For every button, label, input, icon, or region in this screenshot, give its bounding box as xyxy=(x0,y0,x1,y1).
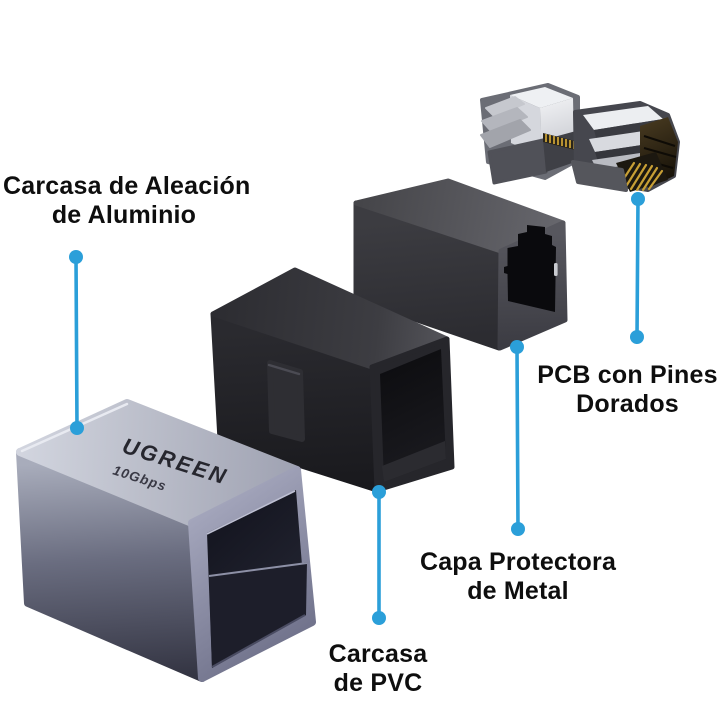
rj45-port-contact xyxy=(554,263,558,276)
aluminum-housing-part: UGREEN 10Gbps xyxy=(16,399,316,682)
callout-label-pvc: Carcasa de PVC xyxy=(298,640,458,698)
callout-label-line: Carcasa de Aleación xyxy=(3,172,251,200)
pcb-connector-left xyxy=(480,83,580,185)
callout-connectors xyxy=(69,192,645,625)
callout-dot xyxy=(69,250,83,264)
callout-dot xyxy=(630,330,644,344)
callout-dot xyxy=(70,421,84,435)
pvc-housing-part xyxy=(210,267,455,493)
callout-label-line: de PVC xyxy=(333,669,423,697)
callout-label-aluminum: Carcasa de Aleación de Aluminio xyxy=(3,172,251,230)
callout-dot xyxy=(372,485,386,499)
callout-label-line: Carcasa xyxy=(328,640,428,668)
connector-pvc xyxy=(372,485,386,625)
callout-dot xyxy=(510,340,524,354)
pvc-latch xyxy=(267,360,305,442)
metal-shield-part xyxy=(353,178,568,351)
callout-label-line: PCB con Pines xyxy=(537,361,718,389)
pcb-connector-right xyxy=(571,101,680,192)
callout-label-line: de Metal xyxy=(467,577,569,605)
callout-label-pcb: PCB con Pines Dorados xyxy=(535,361,720,419)
callout-dot xyxy=(372,611,386,625)
connector-aluminum xyxy=(69,250,84,435)
callout-dot xyxy=(511,522,525,536)
callout-label-line: de Aluminio xyxy=(51,201,197,229)
connector-metal xyxy=(510,340,525,536)
callout-label-line: Capa Protectora xyxy=(419,548,617,576)
callout-label-line: Dorados xyxy=(576,390,679,418)
pcb-connectors xyxy=(480,83,680,192)
inner-divider xyxy=(208,562,308,577)
connector-pcb xyxy=(630,192,645,344)
callout-dot xyxy=(631,192,645,206)
callout-label-metal: Capa Protectora de Metal xyxy=(418,548,618,606)
rj45-port-opening xyxy=(504,225,556,312)
